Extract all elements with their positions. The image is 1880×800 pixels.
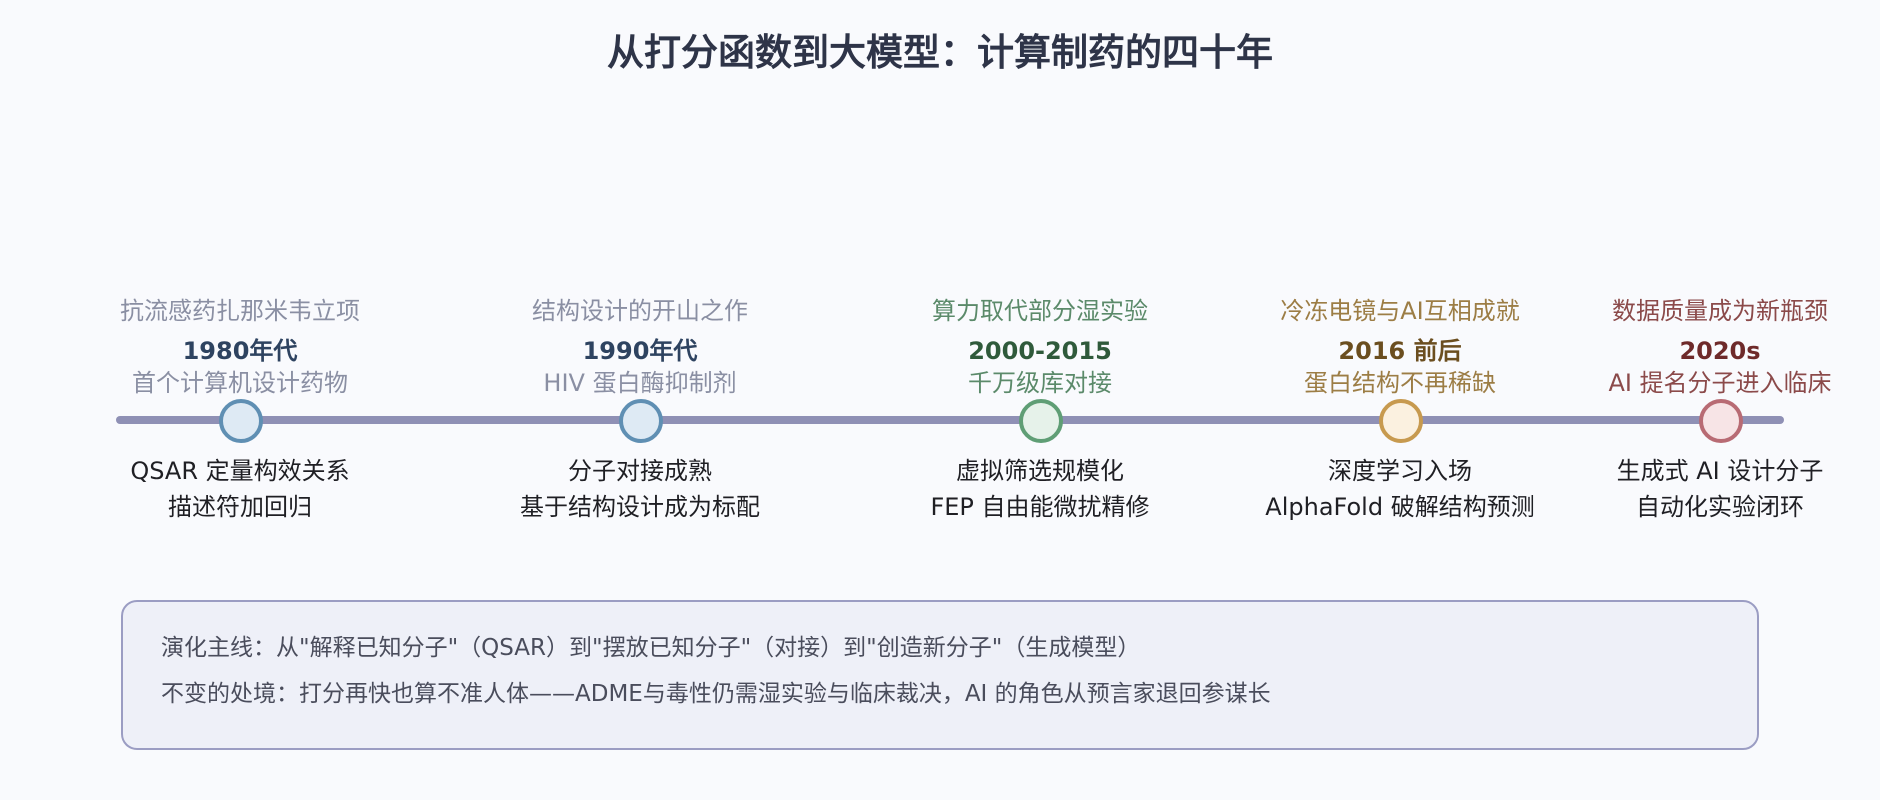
milestone-note: 冷冻电镜与AI互相成就 — [1280, 297, 1520, 325]
milestone-era: 2020s — [1679, 337, 1761, 365]
milestone-subtitle: 蛋白结构不再稀缺 — [1304, 369, 1496, 397]
milestone-detail-2: AlphaFold 破解结构预测 — [1265, 493, 1535, 521]
milestone-era: 1990年代 — [582, 337, 698, 365]
milestone-detail-1: 虚拟筛选规模化 — [956, 457, 1124, 485]
milestone-1980s: 抗流感药扎那米韦立项 1980年代 首个计算机设计药物 QSAR 定量构效关系 … — [90, 0, 390, 800]
timeline-axis — [116, 416, 1784, 424]
milestone-2000-2015: 算力取代部分湿实验 2000-2015 千万级库对接 虚拟筛选规模化 FEP 自… — [890, 0, 1190, 800]
milestone-note: 算力取代部分湿实验 — [932, 297, 1148, 325]
milestone-marker-circle — [1379, 399, 1423, 443]
milestone-note: 数据质量成为新瓶颈 — [1612, 297, 1828, 325]
milestone-detail-2: 基于结构设计成为标配 — [520, 493, 760, 521]
summary-box: 演化主线：从"解释已知分子"（QSAR）到"摆放已知分子"（对接）到"创造新分子… — [121, 600, 1759, 750]
milestone-era: 2016 前后 — [1338, 337, 1462, 365]
milestone-detail-2: 自动化实验闭环 — [1636, 493, 1804, 521]
milestone-subtitle: 首个计算机设计药物 — [132, 369, 348, 397]
page-title: 从打分函数到大模型：计算制药的四十年 — [607, 31, 1273, 74]
milestone-era: 2000-2015 — [968, 337, 1112, 365]
milestone-2020s: 数据质量成为新瓶颈 2020s AI 提名分子进入临床 生成式 AI 设计分子 … — [1570, 0, 1870, 800]
milestone-subtitle: HIV 蛋白酶抑制剂 — [543, 369, 737, 397]
summary-line-constant: 不变的处境：打分再快也算不准人体——ADME与毒性仍需湿实验与临床裁决，AI 的… — [161, 681, 1271, 707]
milestone-note: 结构设计的开山之作 — [532, 297, 748, 325]
milestone-detail-1: QSAR 定量构效关系 — [130, 457, 350, 485]
milestone-subtitle: AI 提名分子进入临床 — [1608, 369, 1832, 397]
milestone-1990s: 结构设计的开山之作 1990年代 HIV 蛋白酶抑制剂 分子对接成熟 基于结构设… — [490, 0, 790, 800]
milestone-detail-2: FEP 自由能微扰精修 — [930, 493, 1150, 521]
milestone-era: 1980年代 — [182, 337, 298, 365]
milestone-detail-1: 分子对接成熟 — [568, 457, 712, 485]
milestone-detail-1: 生成式 AI 设计分子 — [1616, 457, 1824, 485]
milestone-marker-circle — [219, 399, 263, 443]
milestone-detail-1: 深度学习入场 — [1328, 457, 1472, 485]
milestone-2016: 冷冻电镜与AI互相成就 2016 前后 蛋白结构不再稀缺 深度学习入场 Alph… — [1250, 0, 1550, 800]
milestone-subtitle: 千万级库对接 — [968, 369, 1112, 397]
summary-line-main-thread: 演化主线：从"解释已知分子"（QSAR）到"摆放已知分子"（对接）到"创造新分子… — [161, 635, 1141, 661]
milestone-note: 抗流感药扎那米韦立项 — [120, 297, 360, 325]
milestone-detail-2: 描述符加回归 — [168, 493, 312, 521]
milestone-marker-circle — [1019, 399, 1063, 443]
milestone-marker-circle — [619, 399, 663, 443]
milestone-marker-circle — [1699, 399, 1743, 443]
